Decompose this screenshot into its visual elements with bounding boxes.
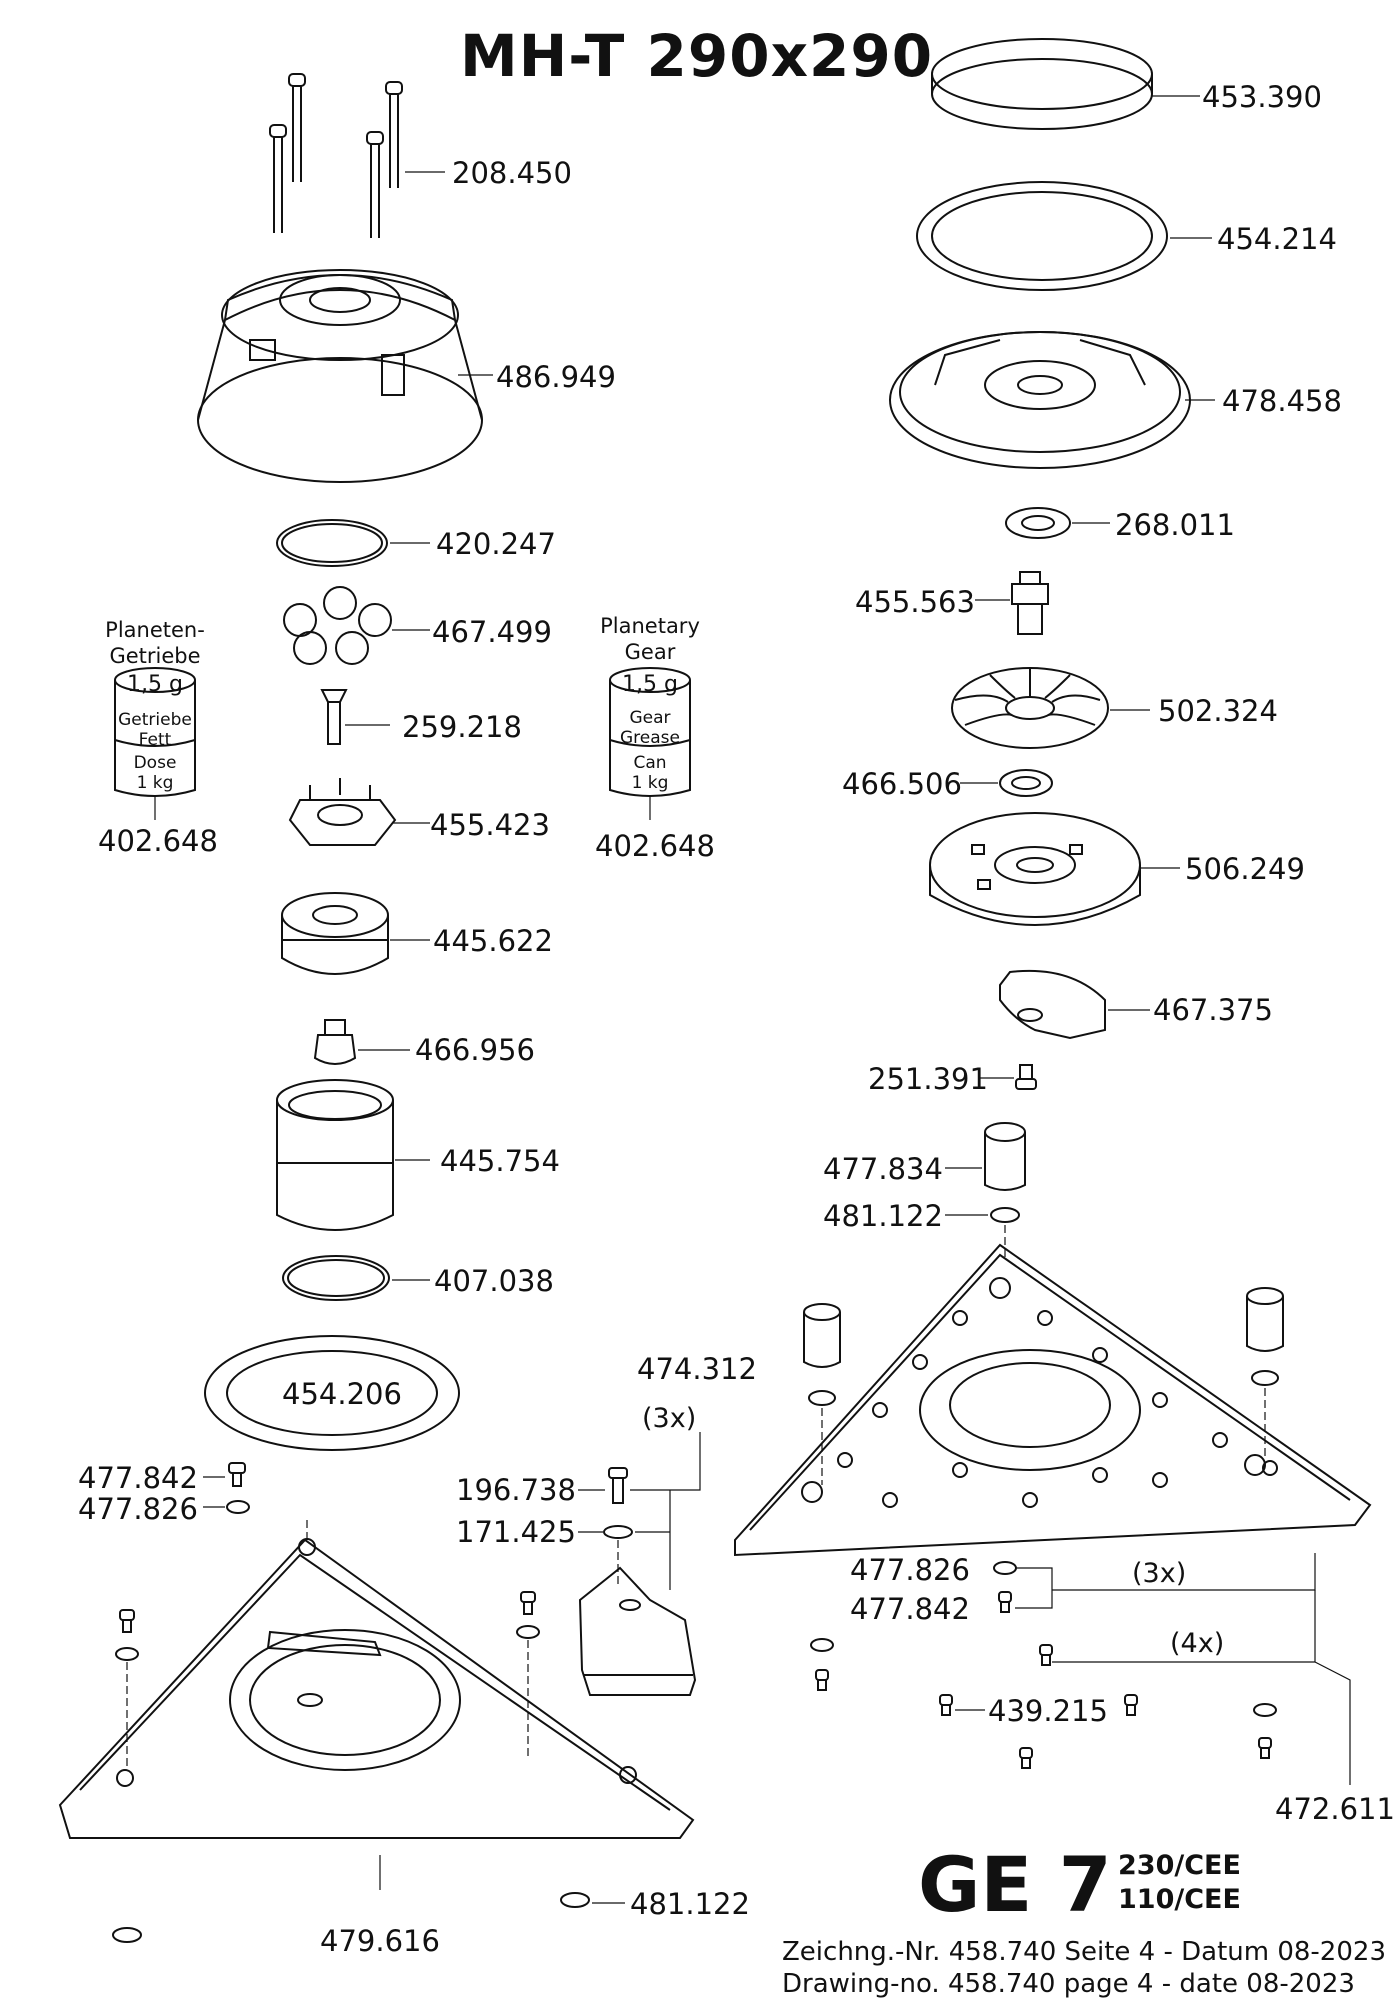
footer-en: Drawing-no. 458.740 page 4 - date 08-202… — [782, 1969, 1355, 1999]
label-251391: 251.391 — [868, 1062, 988, 1096]
label-208450: 208.450 — [452, 156, 572, 190]
screw-477842-left — [228, 1462, 246, 1487]
note-gear: Gear — [624, 640, 676, 664]
label-454206: 454.206 — [282, 1377, 402, 1411]
screws-208450 — [269, 73, 403, 238]
label-506249: 506.249 — [1185, 852, 1305, 886]
planet-gears-467499 — [283, 586, 392, 665]
label-455563: 455.563 — [855, 585, 975, 619]
washer-268011 — [1005, 507, 1071, 539]
base-plate-479616 — [58, 1538, 695, 1839]
oring-407038 — [282, 1255, 390, 1301]
label-477842-right: 477.842 — [850, 1592, 970, 1626]
label-467499: 467.499 — [432, 615, 552, 649]
label-466506: 466.506 — [842, 767, 962, 801]
washer-477826-left — [226, 1500, 250, 1514]
label-402648-de: 402.648 — [98, 824, 218, 858]
label-453390: 453.390 — [1202, 80, 1322, 114]
bolt-455563 — [1011, 571, 1049, 635]
footer-de: Zeichng.-Nr. 458.740 Seite 4 - Datum 08-… — [782, 1937, 1386, 1967]
washer-171425 — [603, 1525, 633, 1539]
note-planetary-gear: Planetary Gear — [590, 613, 710, 665]
gasket-454206 — [204, 1335, 460, 1451]
label-420247: 420.247 — [436, 527, 556, 561]
label-445622: 445.622 — [433, 924, 553, 958]
label-486949: 486.949 — [496, 360, 616, 394]
pinion-466956 — [313, 1019, 357, 1065]
label-455423: 455.423 — [430, 808, 550, 842]
gasket-454214 — [916, 181, 1168, 291]
can-de-weight: 1,5 g — [127, 672, 183, 697]
label-502324: 502.324 — [1158, 694, 1278, 728]
label-478458: 478.458 — [1222, 384, 1342, 418]
label-477826-right: 477.826 — [850, 1553, 970, 1587]
washer-481122-bottom — [560, 1892, 590, 1908]
can-de-line2: Fett — [138, 730, 172, 750]
screws-pad-right — [810, 1561, 1277, 1769]
can-en-line3: Can — [633, 753, 667, 773]
label-477826-left: 477.826 — [78, 1492, 198, 1526]
qty-439215: (4x) — [1170, 1628, 1225, 1659]
label-196738: 196.738 — [456, 1473, 576, 1507]
mount-474312 — [578, 1566, 697, 1696]
model-name: GE 7 — [918, 1840, 1112, 1929]
screw-196738 — [608, 1467, 628, 1479]
screw-251391 — [1015, 1064, 1037, 1090]
can-de-line1: Getriebe — [118, 710, 192, 730]
grease-can-de — [114, 667, 196, 820]
can-en-weight: 1,5 g — [622, 672, 678, 697]
seal-466506 — [999, 769, 1053, 797]
label-445754: 445.754 — [440, 1144, 560, 1178]
label-479616: 479.616 — [320, 1924, 440, 1958]
label-467375: 467.375 — [1153, 993, 1273, 1027]
can-de-line3: Dose — [133, 753, 177, 773]
page-title: MH-T 290x290 — [460, 22, 934, 90]
hub-445622 — [281, 892, 389, 975]
label-481122-right: 481.122 — [823, 1199, 943, 1233]
voltage-230: 230/CEE — [1118, 1850, 1241, 1881]
washer-481122-right — [990, 1207, 1020, 1223]
bearing-housing-478458 — [889, 331, 1191, 469]
label-477834: 477.834 — [823, 1152, 943, 1186]
label-171425: 171.425 — [456, 1515, 576, 1549]
note-planeten-getriebe: Planeten- Getriebe — [100, 617, 210, 669]
can-en-line1: Gear — [629, 708, 671, 728]
fan-502324 — [951, 667, 1109, 749]
ring-gear-445754 — [276, 1079, 394, 1231]
can-en-line4: 1 kg — [631, 773, 669, 793]
label-474312: 474.312 — [637, 1352, 757, 1386]
label-259218: 259.218 — [402, 710, 522, 744]
qty-474312: (3x) — [642, 1403, 697, 1434]
label-472611: 472.611 — [1275, 1792, 1395, 1826]
can-en-line2: Grease — [620, 728, 680, 748]
carrier-455423 — [288, 778, 397, 846]
screws-base-left — [115, 1591, 540, 1770]
housing-486949 — [197, 269, 483, 483]
spacer-477834 — [984, 1122, 1026, 1191]
label-477842-left: 477.842 — [78, 1461, 198, 1495]
label-481122-bottom: 481.122 — [630, 1887, 750, 1921]
note-getriebe: Getriebe — [109, 644, 201, 668]
label-466956: 466.956 — [415, 1033, 535, 1067]
voltage-110: 110/CEE — [1118, 1884, 1241, 1915]
counterweight-467375 — [999, 969, 1106, 1040]
pad-472611 — [734, 1243, 1372, 1557]
oring-420247 — [276, 519, 388, 567]
ring-453390 — [931, 38, 1153, 130]
note-planetary: Planetary — [600, 614, 700, 638]
can-de-line4: 1 kg — [136, 773, 174, 793]
label-402648-en: 402.648 — [595, 829, 715, 863]
label-439215: 439.215 — [988, 1694, 1108, 1728]
label-407038: 407.038 — [434, 1264, 554, 1298]
screw-259218 — [320, 689, 348, 745]
flange-506249 — [929, 812, 1141, 926]
spacers-pad — [803, 1287, 1284, 1485]
grease-can-en — [609, 667, 691, 820]
label-454214: 454.214 — [1217, 222, 1337, 256]
label-268011: 268.011 — [1115, 508, 1235, 542]
note-planeten: Planeten- — [105, 618, 205, 642]
qty-477826: (3x) — [1132, 1558, 1187, 1589]
